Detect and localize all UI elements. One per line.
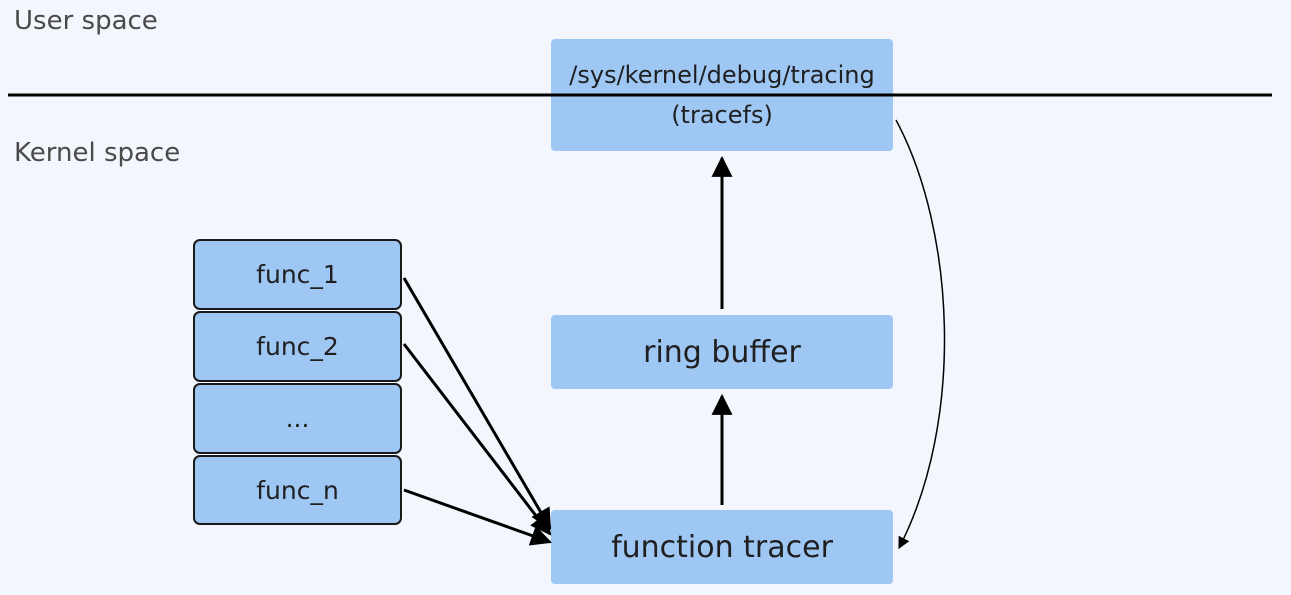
- function-tracer-label: function tracer: [611, 529, 833, 565]
- func-label: func_1: [256, 260, 339, 289]
- function-tracer-box: function tracer: [551, 510, 893, 584]
- func-box-n: func_n: [193, 455, 402, 525]
- arrow-tracefs-to-tracer: [895, 119, 946, 550]
- arrow-func-1-to-tracer: [402, 277, 552, 530]
- user-space-label: User space: [14, 6, 158, 36]
- func-box-ellipsis: ...: [193, 383, 402, 454]
- func-box-1: func_1: [193, 239, 402, 310]
- arrow-func-2-to-tracer: [402, 343, 552, 536]
- ring-buffer-box: ring buffer: [551, 315, 893, 389]
- func-label: func_n: [256, 475, 339, 505]
- func-box-2: func_2: [193, 311, 402, 382]
- arrow-func-n-to-tracer: [403, 488, 552, 546]
- func-label: ...: [285, 404, 310, 433]
- ring-buffer-label: ring buffer: [643, 334, 801, 370]
- tracefs-name: (tracefs): [671, 101, 773, 129]
- tracefs-path: /sys/kernel/debug/tracing: [569, 61, 875, 89]
- func-label: func_2: [256, 332, 339, 361]
- kernel-space-label: Kernel space: [14, 138, 181, 168]
